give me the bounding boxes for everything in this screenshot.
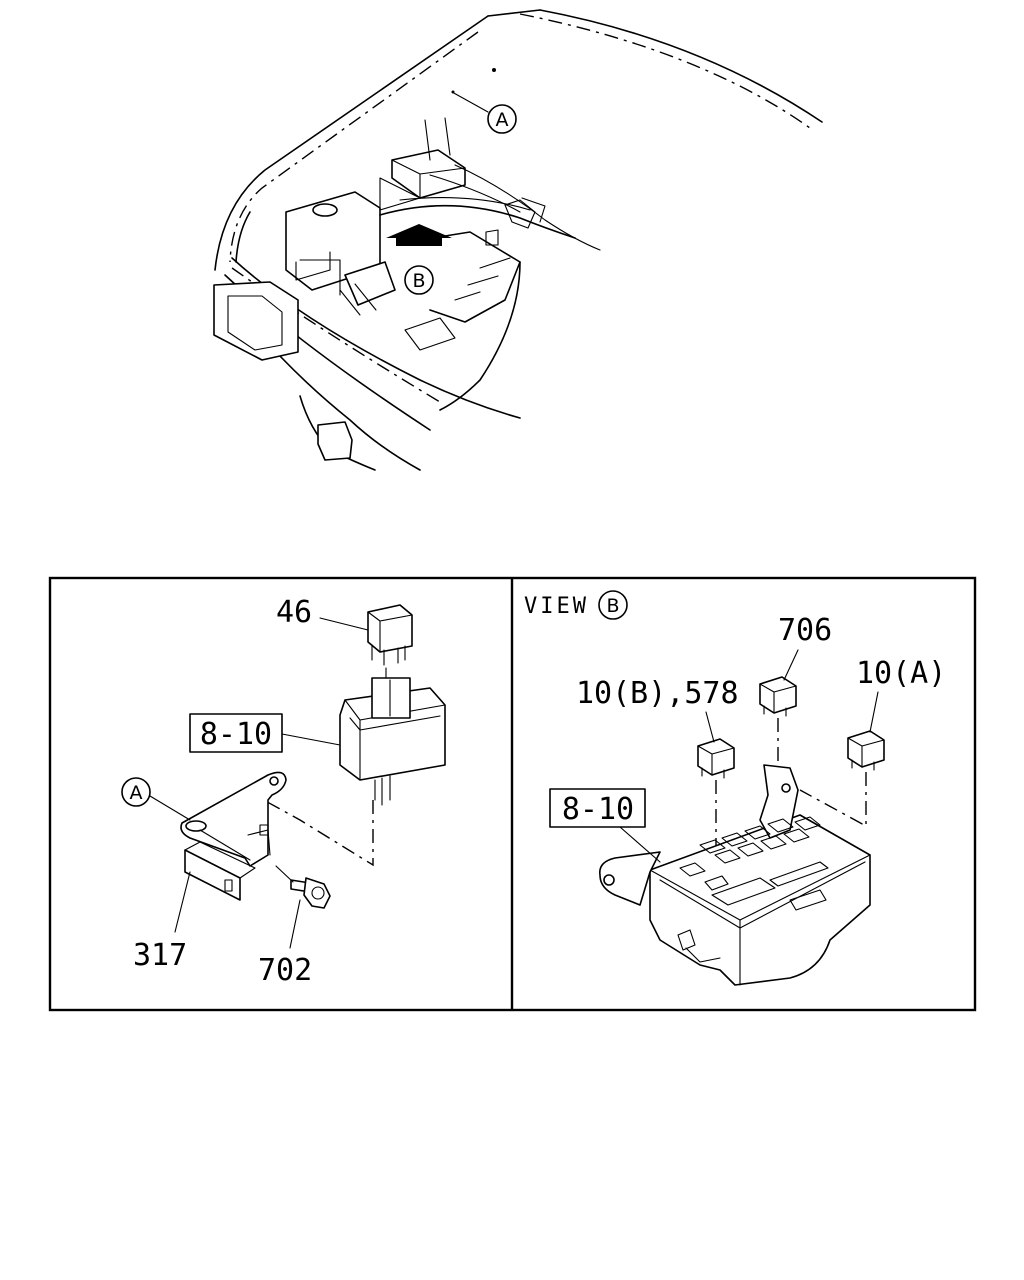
- label-ref-8-10-left: 8-10: [200, 717, 272, 752]
- right-panel: VIEW B 706 10(B),578 10(A): [524, 590, 946, 986]
- engine-bay-illustration: [213, 9, 823, 471]
- view-callout-b: B: [598, 590, 628, 620]
- view-label: VIEW: [524, 594, 589, 619]
- label-part-46: 46: [276, 595, 312, 630]
- callout-a-left-label: A: [130, 782, 143, 804]
- relay-46-icon: [367, 604, 413, 666]
- label-part-702: 702: [258, 953, 312, 988]
- bolt-702-icon: [290, 877, 331, 909]
- fuse-box-icon: [598, 764, 871, 986]
- relay-10a-icon: [847, 730, 885, 771]
- callout-b-top-label: B: [412, 270, 425, 292]
- callout-a-top: A: [487, 104, 517, 134]
- label-part-10b-578: 10(B),578: [576, 676, 739, 711]
- bracket-317-icon: [180, 771, 287, 901]
- callout-a-left: A: [121, 777, 151, 807]
- label-ref-8-10-right: 8-10: [562, 792, 634, 827]
- relay-10b-578-icon: [697, 738, 735, 779]
- left-panel: 46 8-10 A: [121, 595, 446, 988]
- label-part-317: 317: [133, 938, 187, 973]
- ref-box-8-10-right: [549, 788, 646, 828]
- label-part-10a: 10(A): [856, 656, 946, 691]
- callout-a-top-label: A: [496, 109, 509, 131]
- label-part-706: 706: [778, 613, 832, 648]
- relay-706-icon: [759, 676, 797, 717]
- ref-box-8-10-left: [189, 713, 283, 753]
- relay-socket-icon: [339, 677, 446, 806]
- callout-b-top: B: [404, 265, 434, 295]
- view-callout-b-label: B: [606, 595, 619, 617]
